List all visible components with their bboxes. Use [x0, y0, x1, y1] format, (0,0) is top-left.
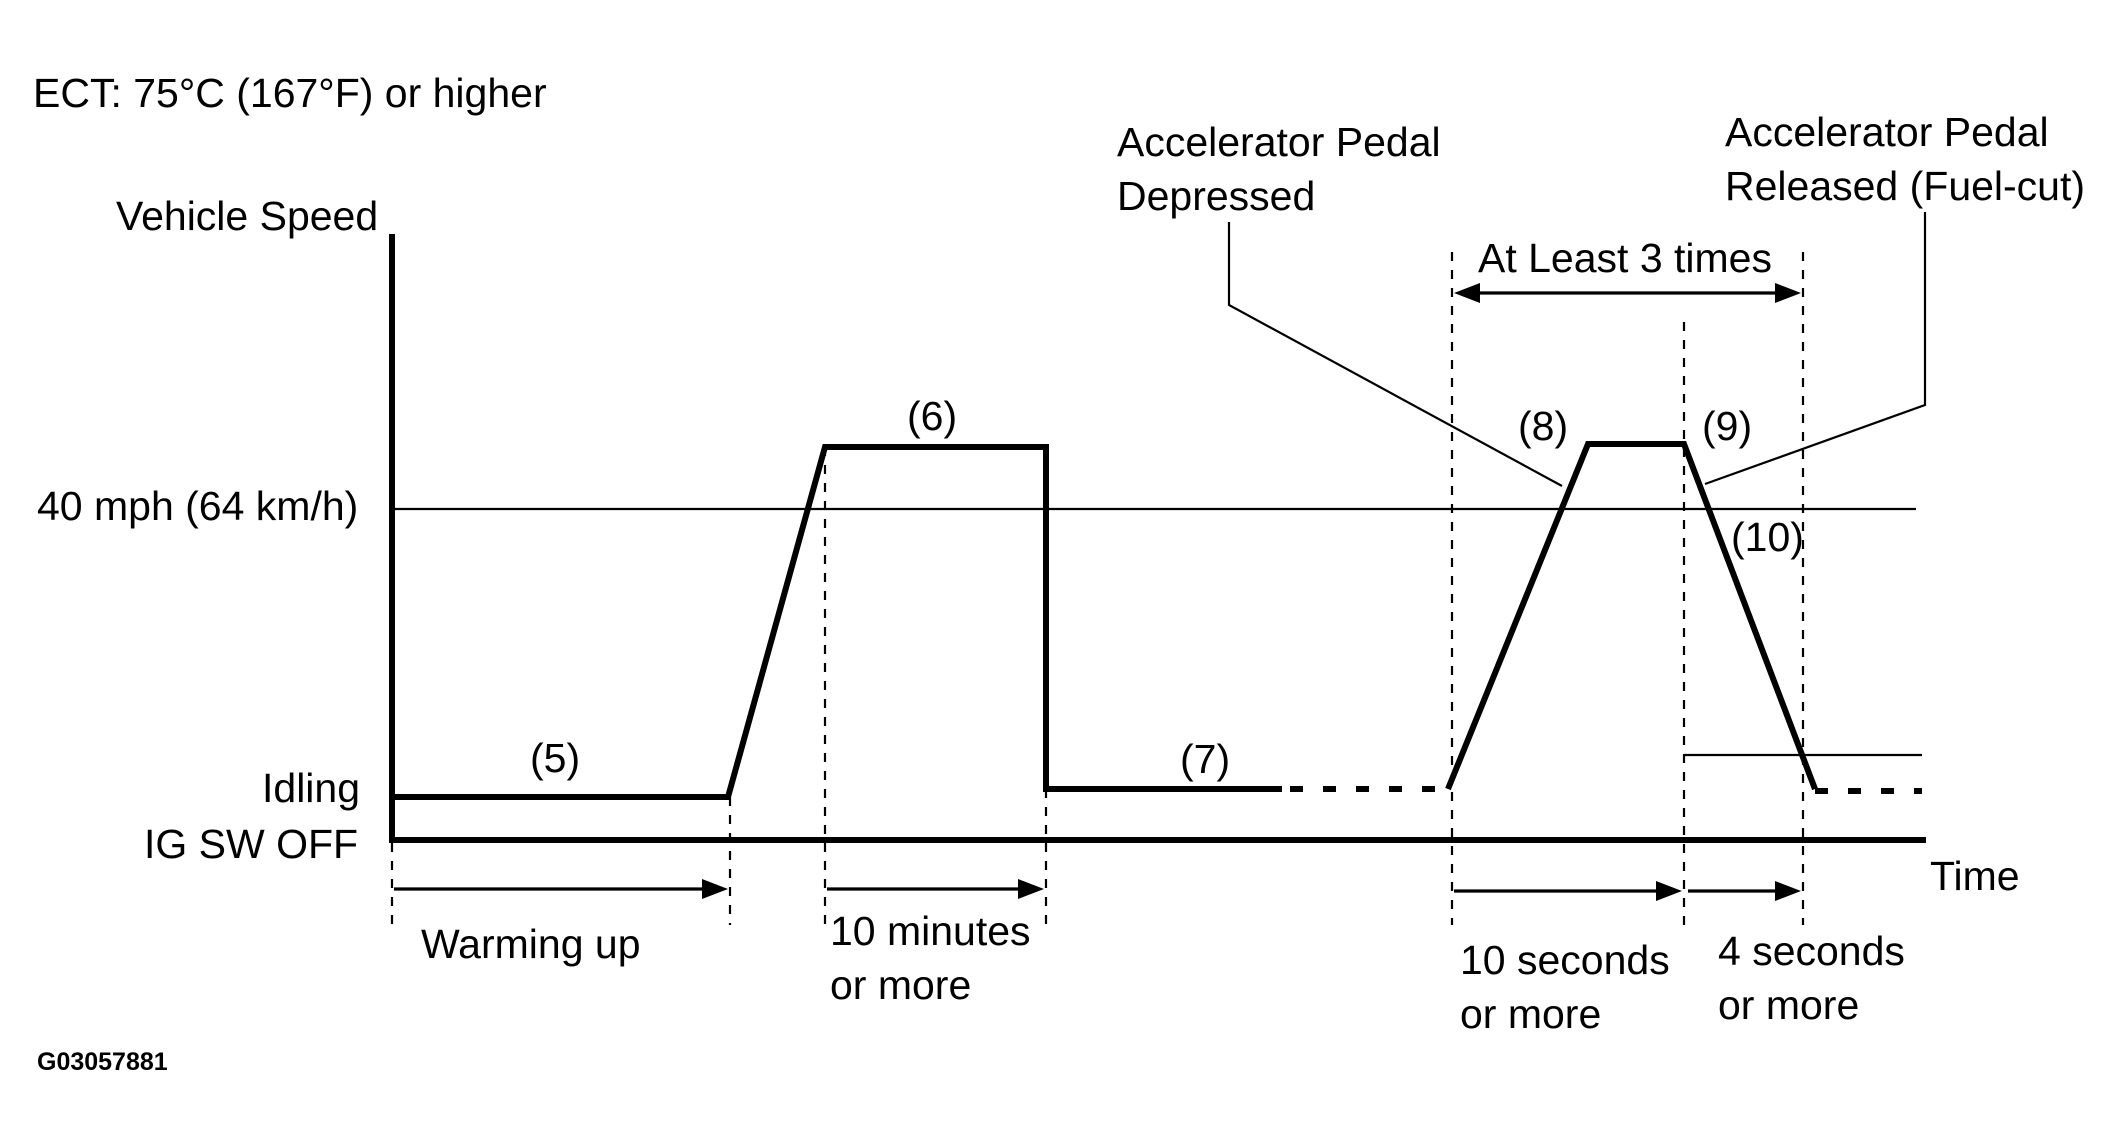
pedal-depressed-leader-line: [1227, 222, 1563, 487]
ten-seconds-duration-arrow-head: [1656, 881, 1682, 901]
pedal-depressed-callout-line2: Depressed: [1117, 173, 1315, 219]
vehicle-speed-axis-label: Vehicle Speed: [116, 193, 378, 239]
time-axis-label: Time: [1930, 853, 2020, 899]
step-7-label: (7): [1180, 736, 1230, 782]
level-idling-label: Idling: [262, 765, 360, 811]
four-seconds-duration-arrow-head: [1775, 881, 1801, 901]
step-8-label: (8): [1518, 403, 1568, 449]
speed-profile-warmup-and-drive: [392, 444, 1282, 800]
level-ig-sw-off-label: IG SW OFF: [144, 821, 358, 867]
ten-seconds-label-line1: 10 seconds: [1460, 937, 1670, 983]
level-40mph-label: 40 mph (64 km/h): [37, 483, 358, 529]
speed-profile-accel-decel-cycle: [1445, 441, 1818, 791]
pedal-released-leader-line: [1704, 212, 1927, 486]
warming-up-label: Warming up: [421, 921, 641, 967]
repeat-range-arrow-left-head: [1454, 283, 1480, 303]
ten-minutes-duration-arrow-head: [1018, 879, 1044, 899]
ect-condition-label: ECT: 75°C (167°F) or higher: [33, 70, 547, 116]
repeat-count-label: At Least 3 times: [1478, 235, 1772, 281]
ten-minutes-label-line2: or more: [830, 962, 971, 1008]
step-10-label: (10): [1731, 514, 1804, 560]
repeat-range-arrow-right-head: [1775, 283, 1801, 303]
ten-minutes-label-line1: 10 minutes: [830, 908, 1031, 954]
step-9-label: (9): [1702, 403, 1752, 449]
step-5-label: (5): [530, 735, 580, 781]
step-6-label: (6): [907, 393, 957, 439]
four-seconds-label-line1: 4 seconds: [1718, 928, 1905, 974]
ten-seconds-label-line2: or more: [1460, 991, 1601, 1037]
figure-code: G03057881: [37, 1048, 168, 1076]
pedal-released-callout-line1: Accelerator Pedal: [1725, 109, 2049, 155]
four-seconds-label-line2: or more: [1718, 982, 1859, 1028]
warming-up-duration-arrow-head: [702, 879, 728, 899]
pedal-depressed-callout-line1: Accelerator Pedal: [1117, 119, 1441, 165]
pedal-released-callout-line2: Released (Fuel-cut): [1725, 163, 2085, 209]
